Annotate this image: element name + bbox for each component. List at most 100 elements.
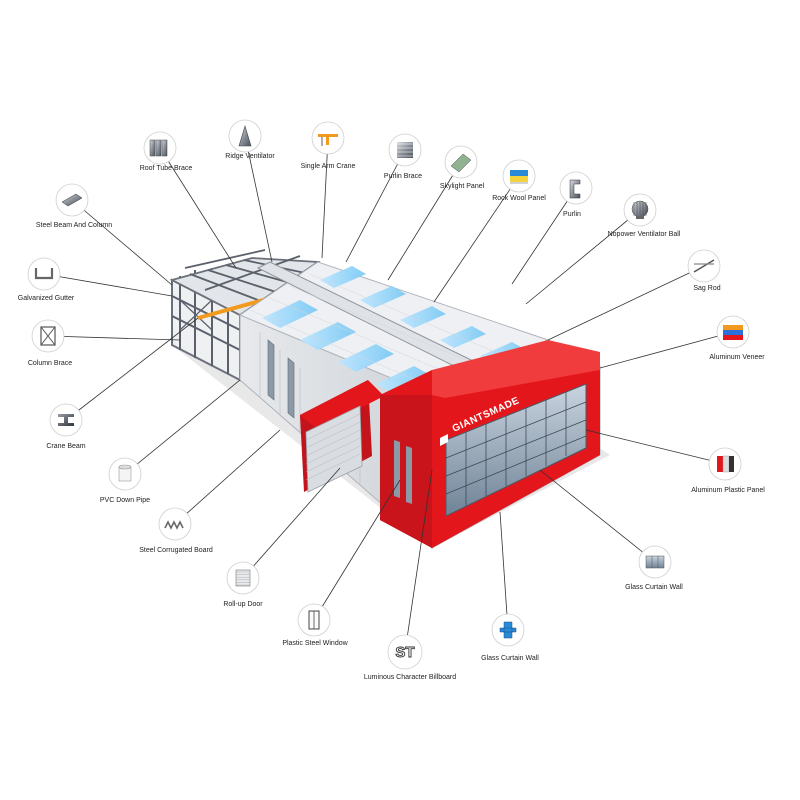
curtain-wall-mullions — [445, 392, 587, 506]
leader-line — [124, 379, 241, 475]
leader-line — [242, 467, 341, 579]
callout-purlin: Purlin — [511, 171, 593, 285]
component-label: Aluminum Veneer — [709, 354, 765, 361]
aluminum-veneer-icon — [723, 325, 743, 340]
leader-line — [525, 209, 641, 305]
character-billboard-icon: ST — [395, 644, 415, 662]
callout-steel-beam-and-column: Steel Beam And Column — [36, 183, 173, 286]
component-label: Ridge Ventilator — [225, 153, 275, 160]
leader-line — [433, 175, 520, 303]
sag-rod-icon — [693, 259, 715, 273]
component-label: Single Arm Crane — [301, 163, 356, 170]
steel-beam-icon — [61, 193, 83, 207]
gutter-icon — [34, 268, 54, 280]
component-label: Purlin Brace — [384, 173, 422, 180]
facade-logo-mark — [440, 434, 448, 446]
steel-tube-icon — [149, 139, 168, 157]
leader-line — [47, 335, 181, 341]
callout-galvanized-gutter: Galvanized Gutter — [18, 257, 173, 302]
skylight-panel-icon — [450, 153, 472, 173]
leader-line — [71, 199, 173, 286]
curtain-wall-profile-icon — [499, 621, 517, 639]
leader-line — [599, 331, 734, 369]
component-label: Steel Beam And Column — [36, 222, 112, 229]
callout-glass-curtain-wall-1: Glass Curtain Wall — [539, 469, 683, 591]
glass-curtain-wall-facade — [445, 383, 587, 517]
thumbnail-frame — [559, 171, 593, 205]
leader-line — [244, 135, 273, 263]
component-label: Luminous Character Billboard — [364, 674, 456, 681]
roll-up-door-icon — [235, 569, 251, 587]
callout-crane-beam: Crane Beam — [46, 317, 199, 450]
steel-building-illustration: GIANTSMADE — [169, 249, 610, 550]
component-label: Crane Beam — [46, 443, 85, 450]
crane-beam-icon — [58, 414, 74, 426]
pipe-icon — [118, 464, 132, 482]
callout-nopower-ventilator-ball: Nopower Ventilator Ball — [525, 193, 681, 305]
leader-line — [539, 469, 656, 563]
corrugated-board-icon — [164, 520, 184, 530]
entrance-canopy — [300, 380, 384, 493]
callout-roof-tube-brace: Roof Tube Brace — [140, 131, 237, 269]
component-label: Skylight Panel — [440, 183, 485, 190]
component-label: Rock Wool Panel — [492, 195, 546, 202]
window-frame-icon — [308, 610, 320, 630]
component-label: Glass Curtain Wall — [481, 655, 539, 662]
leader-line — [585, 429, 726, 465]
callout-single-arm-crane: Single Arm Crane — [301, 121, 356, 259]
callout-sag-rod: Sag Rod — [547, 249, 721, 341]
svg-text:ST: ST — [395, 644, 414, 661]
purlin-icon — [569, 179, 581, 199]
callout-glass-curtain-wall-2: Glass Curtain Wall — [481, 511, 539, 662]
leader-line — [511, 187, 577, 285]
rock-wool-panel-icon — [510, 170, 528, 184]
leader-line — [159, 147, 237, 269]
glass-curtain-wall-icon — [645, 555, 665, 569]
component-label: Galvanized Gutter — [18, 295, 75, 302]
component-label: Roof Tube Brace — [140, 165, 193, 172]
roof-ribs — [249, 273, 501, 391]
leader-line — [345, 149, 406, 263]
red-facade: GIANTSMADE — [380, 340, 600, 548]
component-label: Sag Rod — [693, 285, 720, 292]
leader-line — [404, 469, 433, 653]
callout-roll-up-door: Roll-up Door — [223, 467, 341, 608]
purlin-brace-icon — [397, 142, 413, 158]
component-label: Column Brace — [28, 360, 72, 367]
callout-column-brace: Column Brace — [28, 319, 181, 367]
component-label: Roll-up Door — [223, 601, 263, 608]
ridge-vent-icon — [238, 124, 252, 147]
component-label: Aluminum Plastic Panel — [691, 487, 765, 494]
thumbnail-frame — [27, 257, 61, 291]
callout-skylight-panel: Skylight Panel — [387, 145, 485, 281]
column-brace-icon — [40, 326, 56, 346]
thumbnail-frame — [387, 634, 423, 670]
component-label: PVC Down Pipe — [100, 497, 150, 504]
callout-aluminum-plastic-panel: Aluminum Plastic Panel — [585, 429, 765, 494]
callout-pvc-down-pipe: PVC Down Pipe — [100, 379, 241, 504]
callout-purlin-brace: Purlin Brace — [345, 133, 422, 263]
roof-skylights — [262, 266, 526, 394]
leader-line — [313, 479, 401, 621]
component-label: Purlin — [563, 211, 581, 218]
leader-line — [174, 429, 281, 525]
component-label: Glass Curtain Wall — [625, 584, 683, 591]
leader-line — [321, 137, 329, 259]
component-label: Plastic Steel Window — [282, 640, 348, 647]
callout-luminous-character-billboard: ST Luminous Character Billboard — [364, 469, 456, 681]
crane-icon — [318, 134, 338, 146]
leader-line — [43, 273, 173, 297]
leader-line — [65, 317, 199, 421]
ventilator-ball-icon — [631, 200, 649, 219]
aluminum-plastic-panel-icon — [717, 455, 734, 473]
leader-line — [387, 161, 462, 281]
component-label: Steel Corrugated Board — [139, 547, 213, 554]
component-label: Nopower Ventilator Ball — [608, 231, 681, 238]
callout-aluminum-veneer: Aluminum Veneer — [599, 315, 765, 369]
callout-rock-wool-panel: Rock Wool Panel — [433, 159, 546, 303]
callout-ridge-ventilator: Ridge Ventilator — [225, 119, 275, 263]
leader-line — [547, 265, 705, 341]
callout-plastic-steel-window: Plastic Steel Window — [282, 479, 401, 647]
